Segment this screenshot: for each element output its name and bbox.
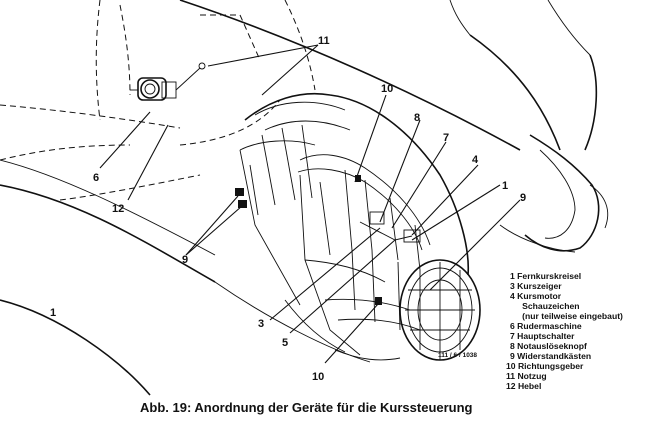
leader-lines — [99, 44, 521, 364]
callout-10-bottom: 10 — [312, 371, 324, 383]
central-instruments — [355, 175, 421, 305]
resistor-boxes — [235, 188, 247, 208]
legend-item: 11 Notzug — [506, 371, 547, 381]
internal-dashed-lines — [0, 0, 316, 201]
legend-item: 3 Kurszeiger — [510, 281, 562, 291]
callout-1-left: 1 — [50, 307, 56, 319]
nose-glazing — [399, 259, 481, 361]
callout-labels: 11 10 8 7 4 1 9 6 12 9 1 3 5 10 — [50, 35, 526, 383]
figure-caption: Abb. 19: Anordnung der Geräte für die Ku… — [140, 400, 473, 415]
legend: 1 Fernkurskreisel 3 Kurszeiger 4 Kursmot… — [506, 271, 623, 391]
legend-item: 7 Hauptschalter — [510, 331, 575, 341]
legend-item: 4 Kursmotor — [510, 291, 562, 301]
callout-4: 4 — [472, 154, 479, 166]
callout-9-left: 9 — [182, 254, 188, 266]
callout-7: 7 — [443, 132, 449, 144]
callout-12: 12 — [112, 203, 124, 215]
callout-5: 5 — [282, 337, 288, 349]
legend-item: 12 Hebel — [506, 381, 541, 391]
legend-item: (nur teilweise eingebaut) — [515, 311, 623, 321]
callout-10-top: 10 — [381, 83, 393, 95]
callout-3: 3 — [258, 318, 264, 330]
reference-code: 111 / 6 / 1038 — [438, 352, 477, 359]
legend-item: Schauzeichen — [515, 301, 579, 311]
legend-item: 8 Notauslöseknopf — [510, 341, 587, 351]
callout-1-right: 1 — [502, 180, 508, 192]
legend-item: 1 Fernkurskreisel — [510, 271, 581, 281]
aircraft-outline — [0, 0, 609, 396]
callout-6: 6 — [93, 172, 99, 184]
rudder-machine-device — [130, 62, 206, 101]
legend-item: 6 Rudermaschine — [510, 321, 582, 331]
legend-item: 10 Richtungsgeber — [506, 361, 584, 371]
legend-item: 9 Widerstandkästen — [510, 351, 591, 361]
canopy-frame — [239, 92, 470, 361]
callout-9-right: 9 — [520, 192, 526, 204]
callout-8: 8 — [414, 112, 420, 124]
callout-11: 11 — [318, 35, 330, 47]
